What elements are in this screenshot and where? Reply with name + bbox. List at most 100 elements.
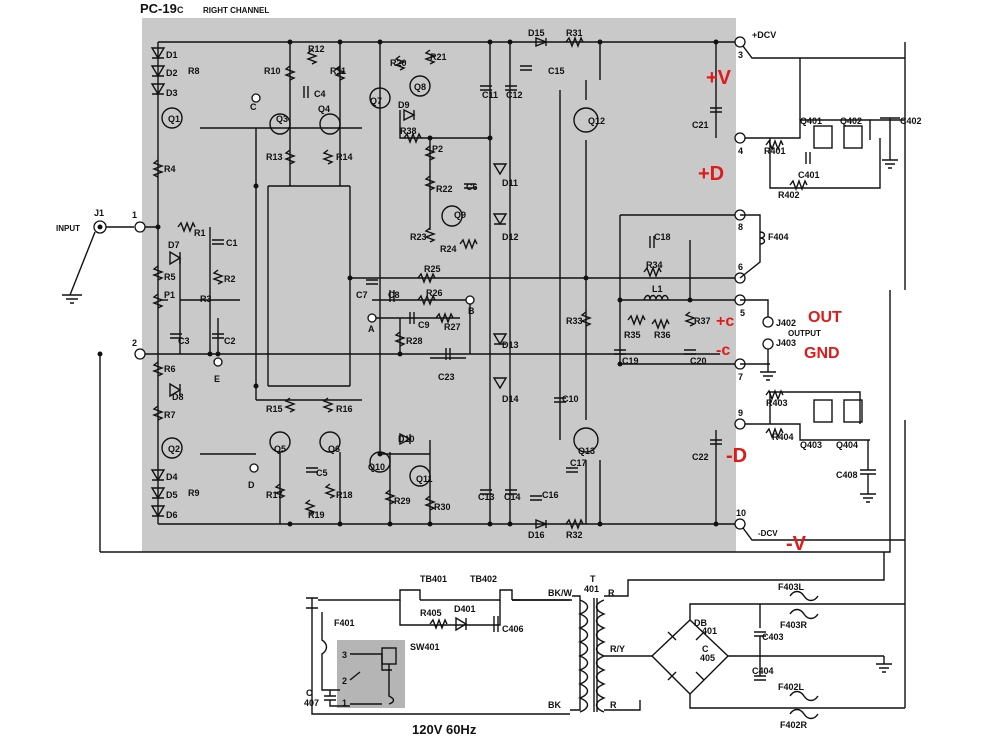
- label-f403r: F403R: [780, 620, 808, 630]
- label-r402: R402: [778, 190, 800, 200]
- label-r15: R15: [266, 404, 283, 414]
- label-q403: Q403: [800, 440, 822, 450]
- label-d10: D10: [398, 434, 415, 444]
- label-q12: Q12: [588, 116, 605, 126]
- annotation-minus-v: -V: [786, 533, 807, 555]
- label-c23: C23: [438, 372, 455, 382]
- label-db401-b: 401: [702, 626, 717, 636]
- label-r21: R21: [430, 52, 447, 62]
- terminal-label-4: 4: [738, 146, 743, 156]
- terminal-label-6: 6: [738, 262, 743, 272]
- label-j403: J403: [776, 338, 796, 348]
- label-c12: C12: [506, 90, 523, 100]
- label-r403: R403: [766, 398, 788, 408]
- label-c407-b: 407: [304, 698, 319, 708]
- component-symbols: [150, 36, 722, 530]
- junction-dots: [97, 39, 719, 527]
- label-test-point-c: C: [250, 102, 257, 112]
- terminal-label-1: 1: [132, 210, 137, 220]
- label-d1: D1: [166, 50, 178, 60]
- label-d16: D16: [528, 530, 545, 540]
- label-q2: Q2: [168, 444, 180, 454]
- label-r8: R8: [188, 66, 200, 76]
- terminal-label-5: 5: [740, 308, 745, 318]
- label-t401-a: T: [590, 574, 596, 584]
- annotation-out: OUT: [808, 309, 842, 326]
- terminal-3: [734, 36, 746, 48]
- label-db401-a: DB: [694, 618, 707, 628]
- power-supply-wiring: [306, 540, 906, 720]
- label-r36: R36: [654, 330, 671, 340]
- label-l1: L1: [652, 284, 663, 294]
- label-r28: R28: [406, 336, 423, 346]
- label-d2: D2: [166, 68, 178, 78]
- label-c18: C18: [654, 232, 671, 242]
- label-q9: Q9: [454, 210, 466, 220]
- label-r33: R33: [566, 316, 583, 326]
- label-c405-b: 405: [700, 653, 715, 663]
- terminal-label-8: 8: [738, 222, 743, 232]
- label-plus-dcv: +DCV: [752, 30, 776, 40]
- label-ry: R/Y: [610, 644, 625, 654]
- label-output: OUTPUT: [788, 329, 821, 338]
- label-r11: R11: [330, 66, 346, 76]
- label-c14: C14: [504, 492, 521, 502]
- label-q11: Q11: [416, 474, 433, 484]
- label-c2: C2: [224, 336, 236, 346]
- label-r2: R2: [224, 274, 236, 284]
- label-r34: R34: [646, 260, 663, 270]
- label-d9: D9: [398, 100, 410, 110]
- label-c17: C17: [570, 458, 587, 468]
- annotation-gnd: GND: [804, 345, 840, 362]
- amplifier-board-area: [142, 18, 736, 552]
- label-c5: C5: [316, 468, 328, 478]
- label-r7: R7: [164, 410, 176, 420]
- label-d6: D6: [166, 510, 178, 520]
- label-test-point-b: B: [468, 306, 475, 316]
- label-test-point-d: D: [248, 480, 255, 490]
- terminal-labels: 1 2 3 4 8 6 5 7 9 10: [132, 50, 746, 518]
- label-r10: R10: [264, 66, 281, 76]
- label-f402r: F402R: [780, 720, 808, 730]
- label-f402l: F402L: [778, 682, 805, 692]
- label-q4: Q4: [318, 104, 330, 114]
- label-tb402: TB402: [470, 574, 497, 584]
- input-jack: [62, 220, 134, 304]
- label-p1: P1: [164, 290, 175, 300]
- label-d14: D14: [502, 394, 519, 404]
- terminal-9: [734, 418, 746, 430]
- label-r18: R18: [336, 490, 353, 500]
- transistor-symbols: [161, 75, 599, 487]
- label-c22: C22: [692, 452, 709, 462]
- label-r25: R25: [424, 264, 441, 274]
- label-q8: Q8: [414, 82, 426, 92]
- title-suffix: C: [177, 5, 184, 15]
- label-bk: BK: [548, 700, 561, 710]
- label-r1: R1: [194, 228, 206, 238]
- label-q402: Q402: [840, 116, 862, 126]
- label-d401: D401: [454, 604, 476, 614]
- label-r9: R9: [188, 488, 200, 498]
- label-c402: C402: [900, 116, 922, 126]
- label-r31: R31: [566, 28, 583, 38]
- label-q3: Q3: [276, 114, 288, 124]
- annotation-minus-d: -D: [726, 445, 747, 467]
- label-r32: R32: [566, 530, 583, 540]
- label-sw-pin3: 3: [342, 650, 347, 660]
- label-r13: R13: [266, 152, 283, 162]
- label-r5: R5: [164, 272, 176, 282]
- label-c6: C6: [466, 182, 478, 192]
- label-r404: R404: [772, 432, 794, 442]
- label-f404: F404: [768, 232, 789, 242]
- label-r37: R37: [694, 316, 711, 326]
- terminal-1: [134, 221, 146, 233]
- label-d7: D7: [168, 240, 180, 250]
- label-f403l: F403L: [778, 582, 805, 592]
- label-r3: R3: [200, 294, 212, 304]
- label-c408: C408: [836, 470, 858, 480]
- label-tb401: TB401: [420, 574, 447, 584]
- annotation-plus-c: +c: [716, 313, 734, 330]
- annotation-plus-v: +V: [706, 67, 732, 89]
